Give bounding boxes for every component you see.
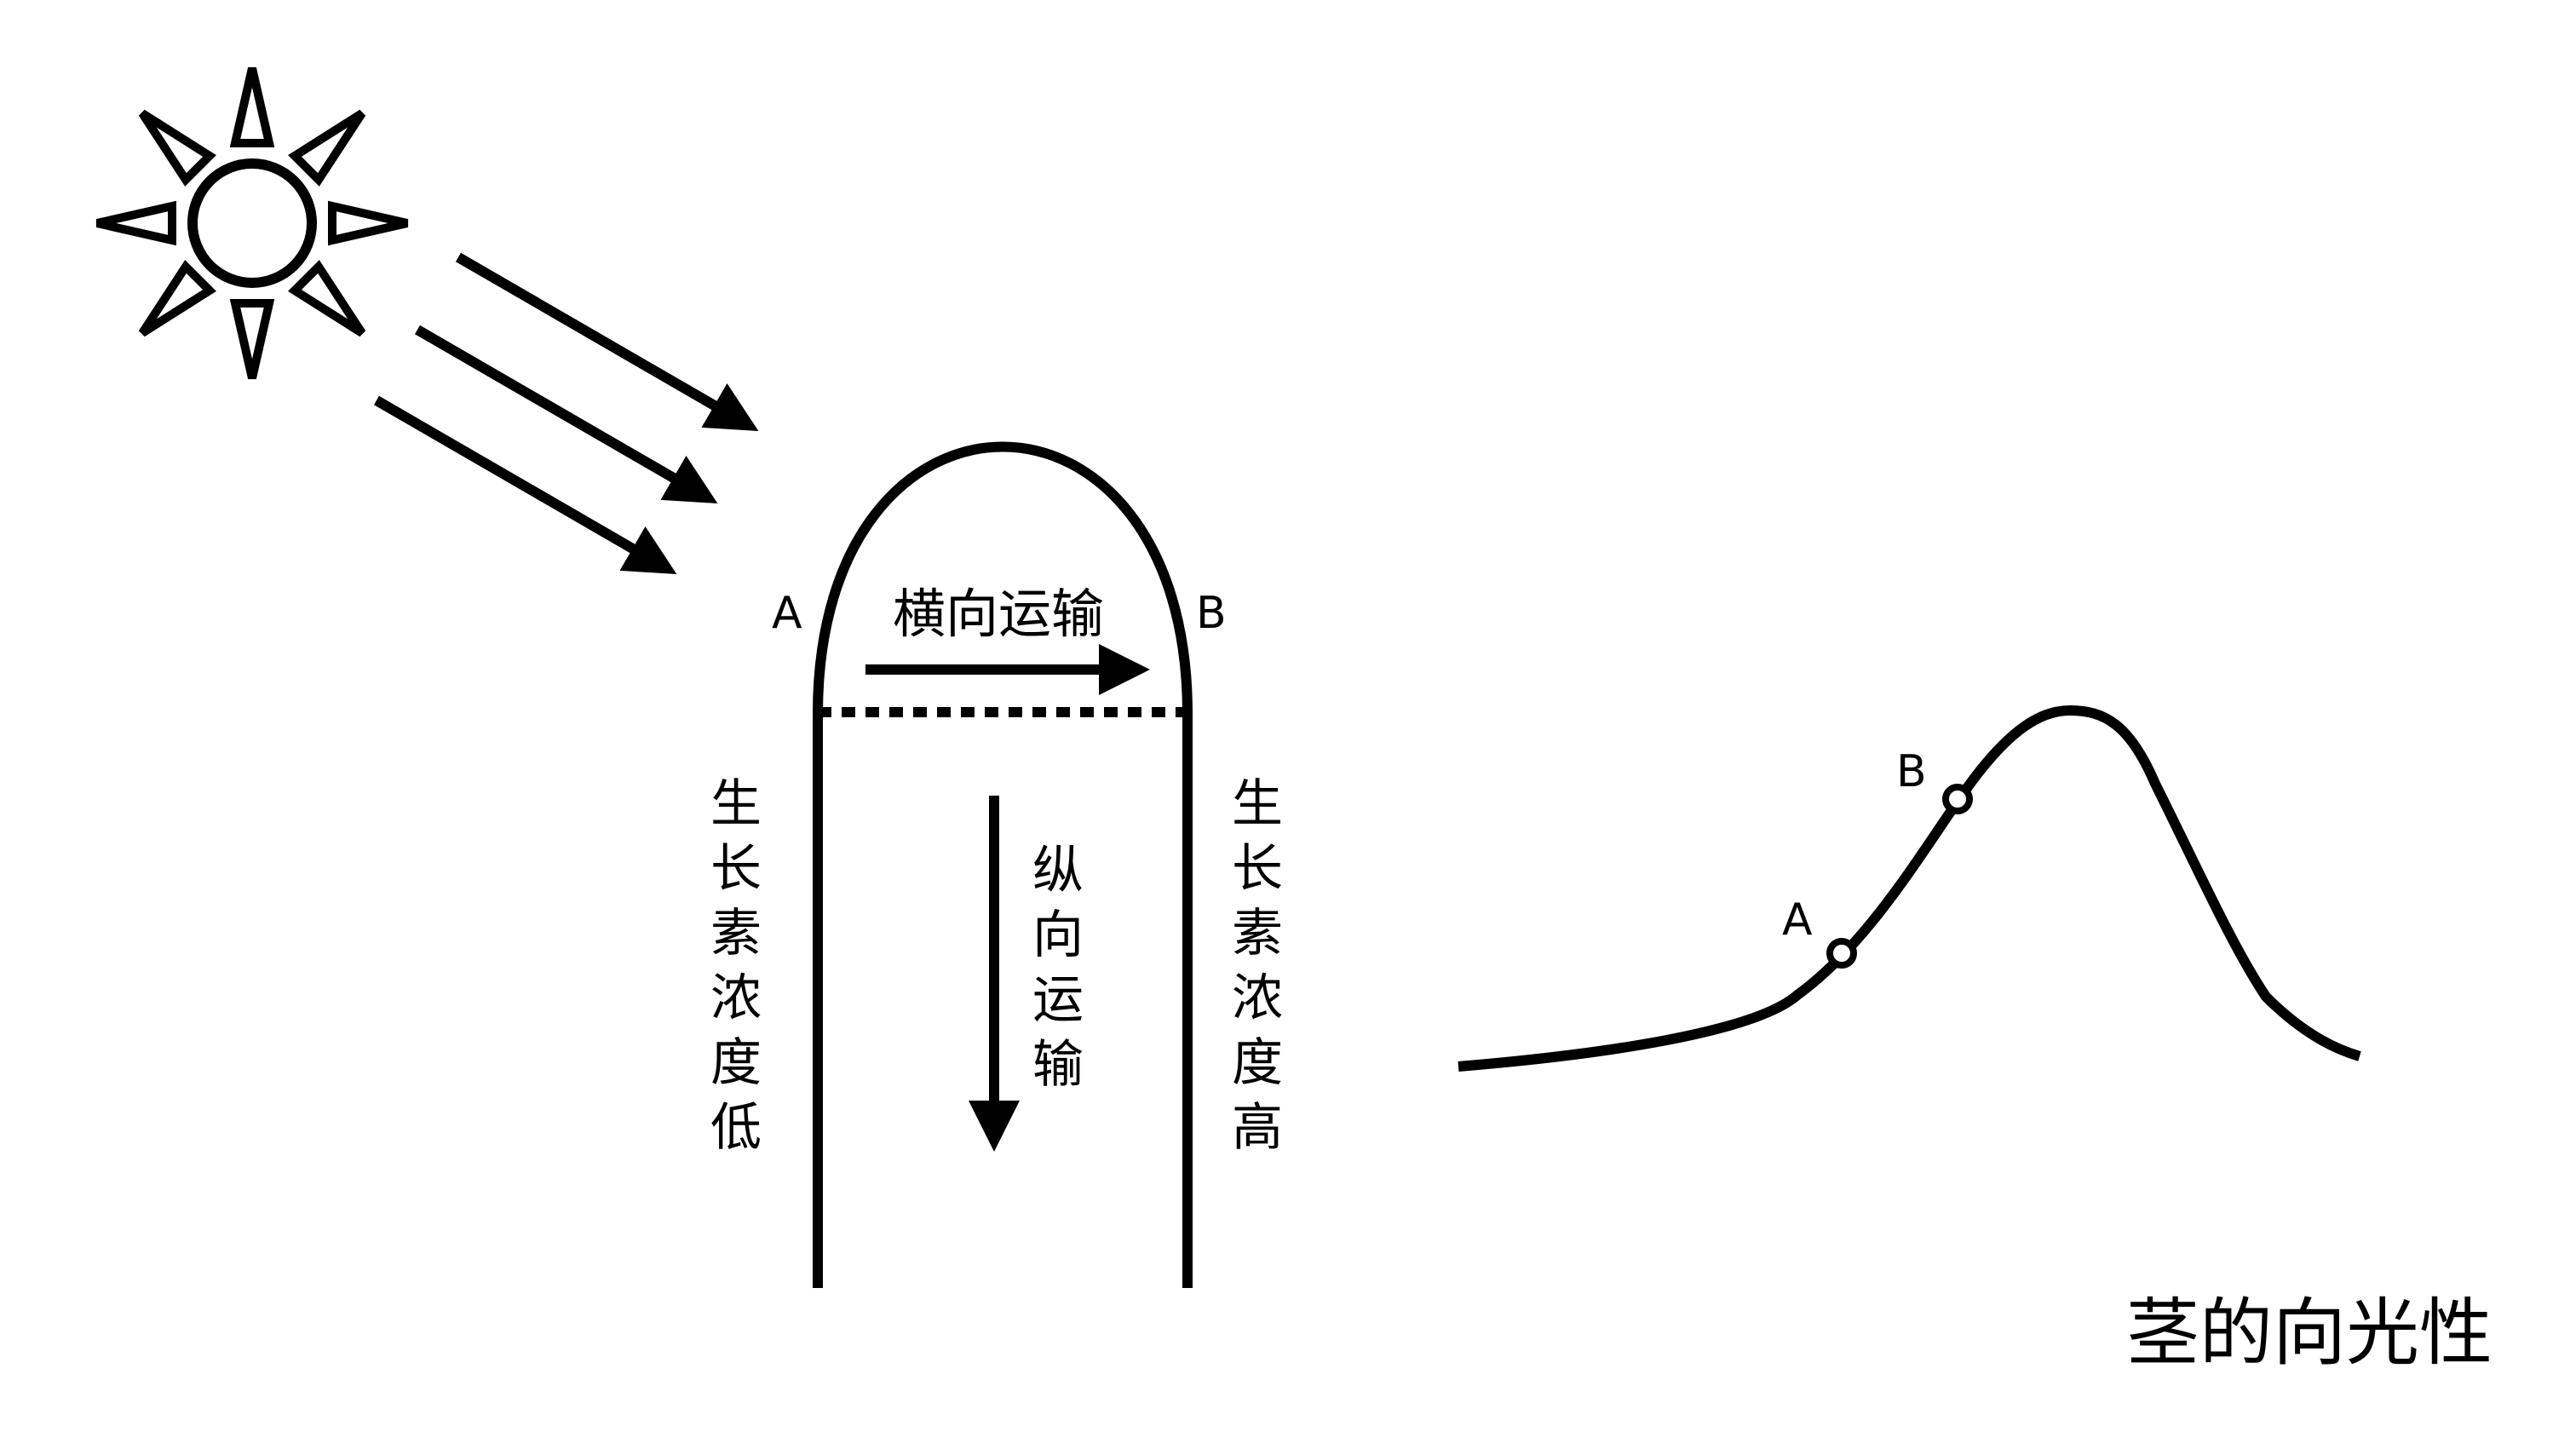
longitudinal-transport-label: 纵 向 运 输 (1032, 841, 1084, 1095)
curve-point-a-label: A (1782, 894, 1813, 946)
curve-point-b-label: B (1896, 746, 1927, 797)
light-ray (455, 252, 759, 432)
sun-icon (95, 66, 409, 380)
light-ray (373, 395, 677, 575)
lateral-transport-label: 横向运输 (893, 583, 1105, 645)
light-rays (373, 252, 759, 575)
diagram-title: 茎的向光性 (2126, 1291, 2493, 1376)
curve-point-b-marker (1942, 784, 1973, 814)
curve-point-a-marker (1826, 938, 1857, 969)
stem-point-a-label: A (772, 588, 802, 639)
bent-stem-curve (1458, 704, 2361, 1072)
stem-point-b-label: B (1196, 588, 1227, 639)
left-concentration-label: 生 长 素 浓 度 低 (710, 774, 762, 1158)
light-ray (414, 325, 718, 504)
right-concentration-label: 生 长 素 浓 度 高 (1232, 774, 1283, 1158)
stem-outline (813, 441, 1193, 1288)
